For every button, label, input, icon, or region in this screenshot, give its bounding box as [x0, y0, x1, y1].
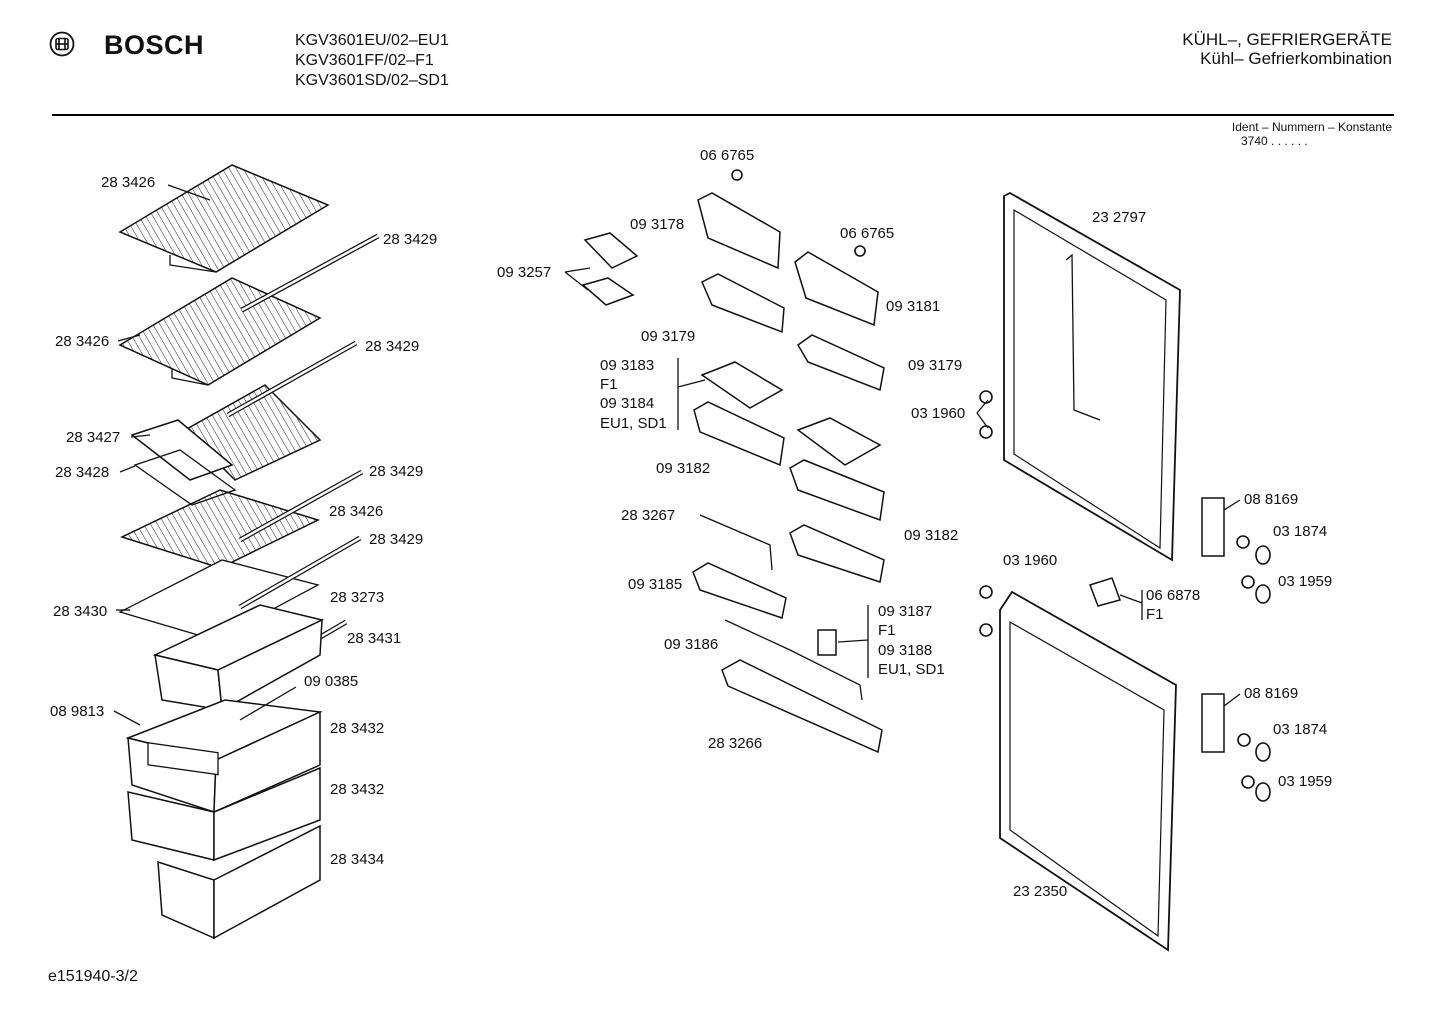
model-number: KGV3601SD/02–SD1	[295, 72, 449, 89]
part-labels: 28 3426 28 3429 28 3426 28 3429 28 3427 …	[50, 147, 1332, 900]
door-bin-part	[581, 192, 885, 754]
part-number-label: 28 3273	[330, 589, 384, 606]
glass-shelf-part	[118, 277, 322, 386]
part-number-label: 28 3429	[369, 531, 423, 548]
part-number-label: 03 1874	[1273, 721, 1327, 738]
part-number-label: 06 6765	[840, 225, 894, 242]
part-number-label: 28 3267	[621, 507, 675, 524]
part-number-label: 03 1959	[1278, 573, 1332, 590]
part-number-label: 09 0385	[304, 673, 358, 690]
part-number-label: 28 3434	[330, 851, 384, 868]
part-number-label: 28 3428	[55, 464, 109, 481]
freezer-drawer-part	[127, 766, 321, 862]
egg-tray-part	[700, 361, 882, 466]
ident-label: Ident – Nummern – Konstante	[1231, 120, 1392, 134]
label-plate-part	[1089, 577, 1121, 607]
screw-part	[979, 390, 1255, 789]
category-line: Kühl– Gefrierkombination	[1200, 49, 1392, 68]
part-number-label: 09 3179	[908, 357, 962, 374]
fixing-clip-part	[731, 169, 866, 656]
glass-shelf-part	[118, 164, 330, 273]
model-number: KGV3601EU/02–EU1	[295, 32, 449, 49]
bosch-logo-icon	[49, 31, 75, 57]
freezer-drawer-part	[125, 699, 323, 814]
part-number-label: 28 3430	[53, 603, 107, 620]
part-number-label: 28 3429	[383, 231, 437, 248]
part-number-label: F1	[878, 622, 896, 639]
header-divider	[52, 114, 1394, 116]
washer-part	[1255, 545, 1271, 802]
part-number-label: 09 3257	[497, 264, 551, 281]
part-number-label: 23 2350	[1013, 883, 1067, 900]
part-number-label: 08 9813	[50, 703, 104, 720]
part-number-label: F1	[1146, 606, 1164, 623]
door-hinge-part	[1201, 497, 1225, 753]
part-number-label: 09 3179	[641, 328, 695, 345]
part-number-label: 28 3429	[369, 463, 423, 480]
category-line: KÜHL–, GEFRIERGERÄTE	[1182, 30, 1392, 49]
part-number-label: F1	[600, 376, 618, 393]
part-number-label: 28 3429	[365, 338, 419, 355]
part-number-label: 09 3185	[628, 576, 682, 593]
leader-lines	[113, 184, 1241, 726]
part-number-label: 03 1959	[1278, 773, 1332, 790]
part-number-label: 09 3187	[878, 603, 932, 620]
part-number-label: 28 3426	[101, 174, 155, 191]
part-number-label: 08 8169	[1244, 685, 1298, 702]
part-number-label: 28 3426	[55, 333, 109, 350]
category-title: KÜHL–, GEFRIERGERÄTE Kühl– Gefrierkombin…	[1182, 30, 1392, 68]
bin-rail-part	[699, 514, 863, 701]
model-number: KGV3601FF/02–F1	[295, 52, 434, 69]
brand-name: BOSCH	[104, 30, 205, 60]
ident-value: 3740 . . . . . .	[1241, 134, 1308, 148]
part-number-label: 08 8169	[1244, 491, 1298, 508]
part-number-label: 23 2797	[1092, 209, 1146, 226]
part-number-label: 09 3182	[656, 460, 710, 477]
part-number-label: 03 1874	[1273, 523, 1327, 540]
part-number-label: 06 6878	[1146, 587, 1200, 604]
part-number-label: EU1, SD1	[878, 661, 945, 678]
crisper-drawer-part	[152, 604, 325, 712]
part-number-label: 03 1960	[1003, 552, 1057, 569]
part-number-label: 06 6765	[700, 147, 754, 164]
part-number-label: 09 3186	[664, 636, 718, 653]
part-number-label: 09 3181	[886, 298, 940, 315]
part-number-label: 09 3188	[878, 642, 932, 659]
part-number-label: 28 3266	[708, 735, 762, 752]
part-number-label: 09 3182	[904, 527, 958, 544]
drawing-id: e151940-3/2	[48, 968, 138, 985]
part-number-label: 28 3427	[66, 429, 120, 446]
part-number-label: 09 3183	[600, 357, 654, 374]
part-number-label: 28 3432	[330, 781, 384, 798]
glass-shelf-part	[118, 489, 321, 641]
part-number-label: 09 3178	[630, 216, 684, 233]
freezer-drawer-part	[157, 824, 321, 940]
part-number-label: 09 3184	[600, 395, 654, 412]
part-number-label: 28 3432	[330, 720, 384, 737]
part-number-label: 28 3431	[347, 630, 401, 647]
fridge-door-part	[1003, 191, 1181, 562]
part-number-label: 28 3426	[329, 503, 383, 520]
glass-shelf-part	[130, 384, 322, 506]
part-number-label: 03 1960	[911, 405, 965, 422]
part-number-label: EU1, SD1	[600, 415, 667, 432]
freezer-door-part	[999, 590, 1177, 952]
